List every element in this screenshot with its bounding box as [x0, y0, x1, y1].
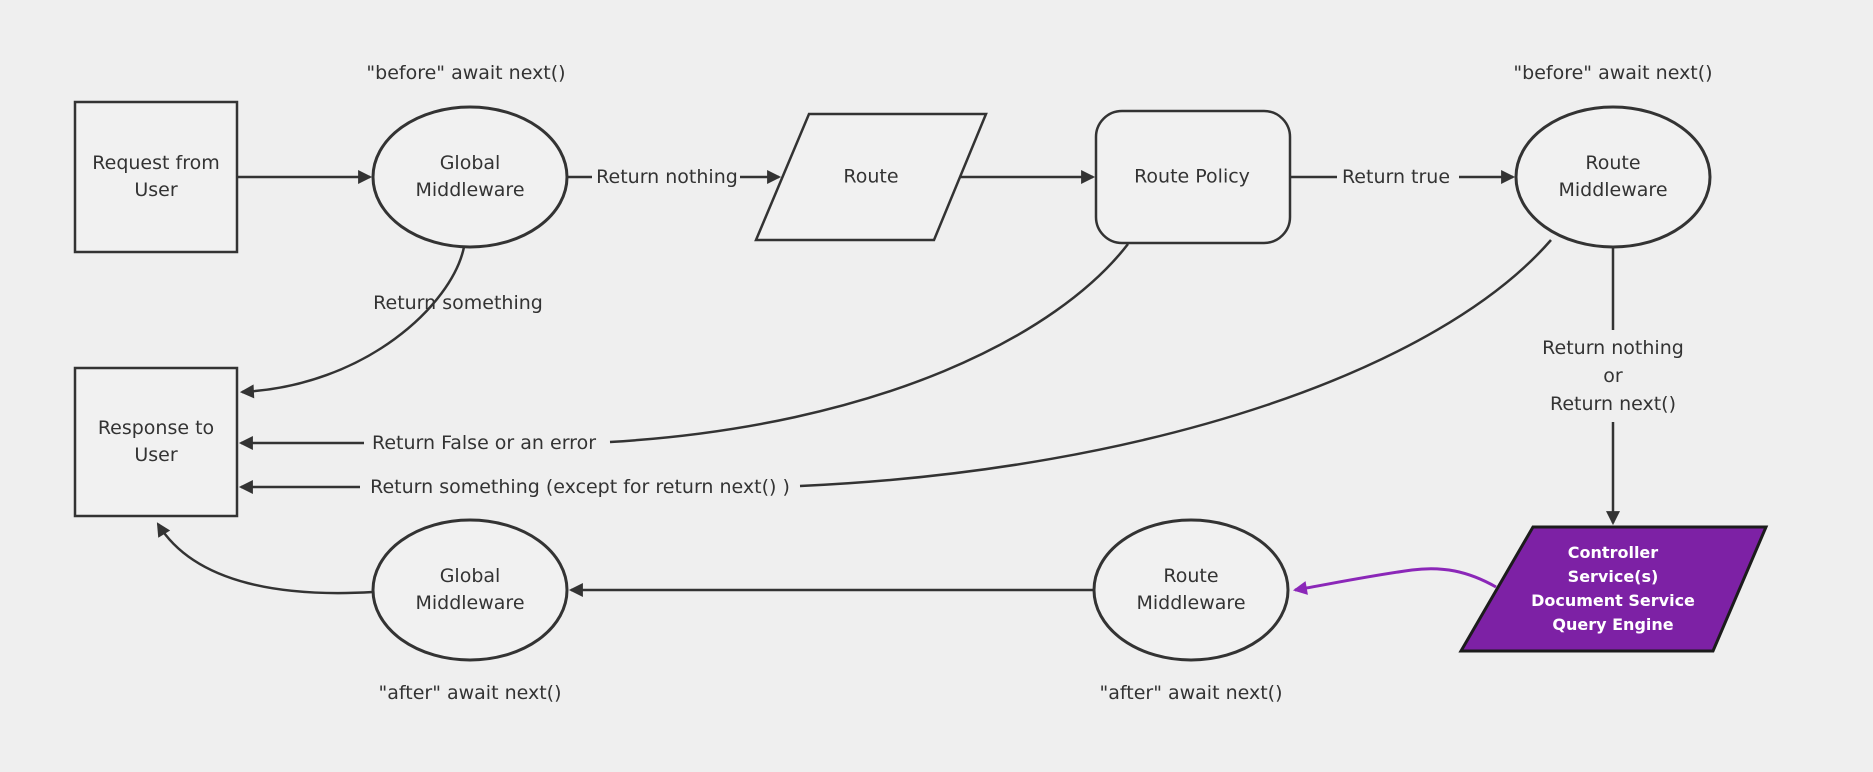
global-middleware-bottom-node-shape — [371, 518, 569, 662]
return-something-label: Return something — [373, 292, 543, 314]
route-middleware-top-node-shape — [1514, 105, 1712, 249]
route-policy-node-shape — [1094, 109, 1292, 245]
response-node-label: Response to User — [97, 417, 215, 466]
edge-global-middleware-to-response — [239, 246, 466, 399]
route-policy-node-label: Route Policy — [1134, 165, 1250, 188]
after-await-next-bottom-right-label: "after" await next() — [1099, 682, 1283, 704]
controller-node-label: Controller Service(s) Document Service Q… — [1531, 543, 1695, 634]
route-middleware-bottom-node-label: Route Middleware — [1136, 565, 1246, 614]
route-middleware-bottom-node-shape — [1092, 518, 1290, 662]
controller-node-shape — [1458, 525, 1769, 653]
return-nothing-or-next-label: Return nothing or Return next() — [1542, 337, 1684, 415]
route-node-label: Route — [843, 165, 899, 188]
response-node-shape — [73, 366, 239, 518]
route-middleware-top-node-label: Route Middleware — [1558, 152, 1668, 201]
global-middleware-top-node-label: Global Middleware — [415, 152, 525, 201]
edge-controller-to-route-middleware — [1292, 567, 1497, 595]
return-something-except-label: Return something (except for return next… — [370, 476, 790, 498]
edge-global-middleware-to-response-bottom — [156, 522, 374, 595]
edge-route-policy-to-response-curve — [609, 243, 1129, 444]
global-middleware-top-node-shape — [371, 105, 569, 249]
request-node-shape — [73, 100, 239, 254]
before-await-next-top-left-label: "before" await next() — [366, 62, 566, 84]
global-middleware-bottom-node-label: Global Middleware — [415, 565, 525, 614]
return-false-or-error-label: Return False or an error — [371, 432, 597, 454]
before-await-next-top-right-label: "before" await next() — [1513, 62, 1713, 84]
after-await-next-bottom-left-label: "after" await next() — [378, 682, 562, 704]
route-node-shape — [754, 112, 988, 242]
request-node-label: Request from User — [92, 152, 220, 201]
return-true-label: Return true — [1341, 166, 1451, 188]
return-nothing-label: Return nothing — [596, 166, 738, 188]
edge-route-middleware-to-response-curve — [799, 239, 1552, 488]
